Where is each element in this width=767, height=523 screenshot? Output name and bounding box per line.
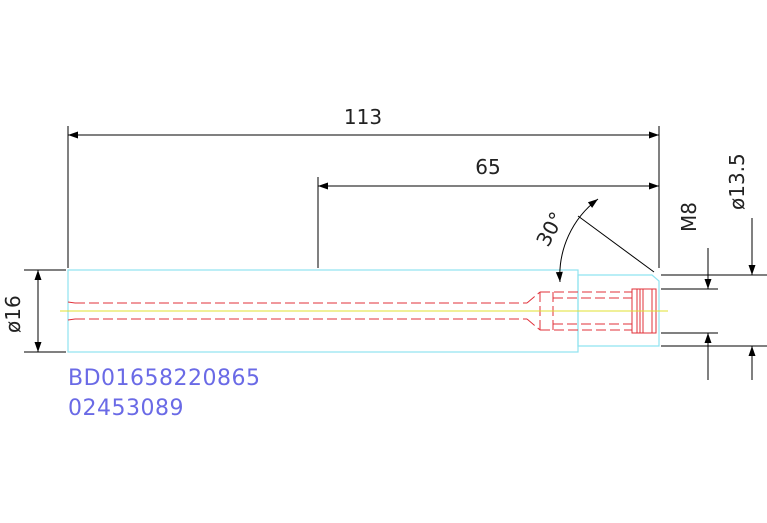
dim-text-m8: M8 [677,202,701,232]
dim-text-113: 113 [344,105,382,129]
dim-text-diameter-16: ø16 [1,295,25,333]
bore-taper-bottom [526,318,541,331]
angle-arc [555,198,599,283]
bore-taper-top [526,291,541,304]
part-number: 02453089 [68,396,184,421]
dim-text-65: 65 [475,155,500,179]
dimension-lines [24,126,767,380]
part-code: BD01658220865 [68,366,261,391]
neck-outline [577,274,660,347]
bore-entry-bottom [67,318,76,321]
dim-text-diameter-13-5: ø13.5 [725,153,749,210]
bore-entry-top [67,301,76,304]
